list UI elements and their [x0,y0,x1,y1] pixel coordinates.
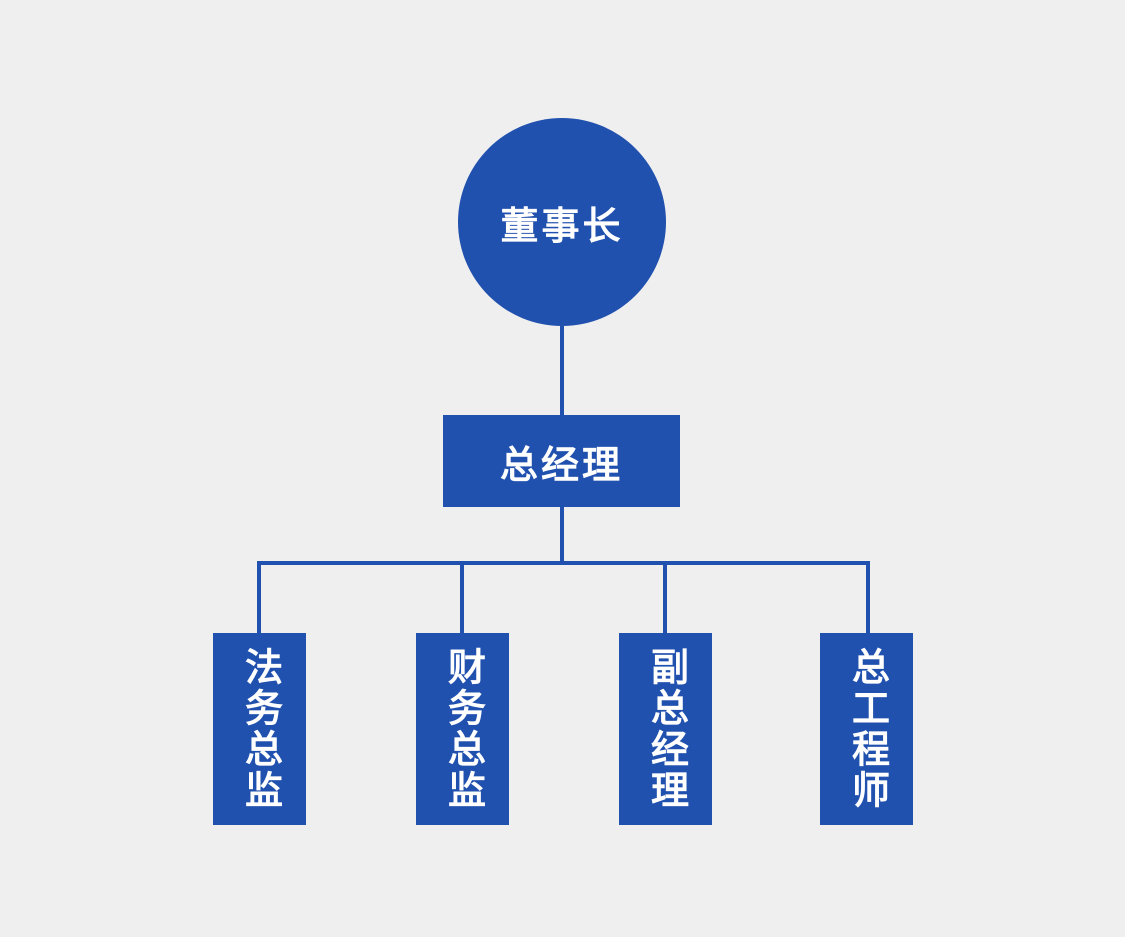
node-deputy-general-manager[interactable]: 副总经理 [619,633,712,825]
node-deputy-general-manager-label: 副总经理 [644,647,687,811]
node-chairman[interactable]: 董事长 [458,118,666,326]
connector-drop-finance-director [460,561,464,633]
node-chief-engineer-label: 总工程师 [845,647,888,811]
node-chairman-label: 董事长 [500,205,624,248]
node-finance-director-label: 财务总监 [441,647,484,811]
node-finance-director[interactable]: 财务总监 [416,633,509,825]
node-chief-engineer[interactable]: 总工程师 [820,633,913,825]
connector-horizontal-bus [257,561,870,565]
connector-chairman-to-gm [560,326,564,416]
connector-gm-to-bus [560,507,564,563]
connector-drop-deputy-gm [663,561,667,633]
node-legal-director[interactable]: 法务总监 [213,633,306,825]
node-general-manager[interactable]: 总经理 [443,415,680,507]
node-legal-director-label: 法务总监 [238,647,281,811]
connector-drop-legal-director [257,561,261,633]
node-general-manager-label: 总经理 [499,444,623,487]
connector-drop-chief-engineer [866,561,870,633]
